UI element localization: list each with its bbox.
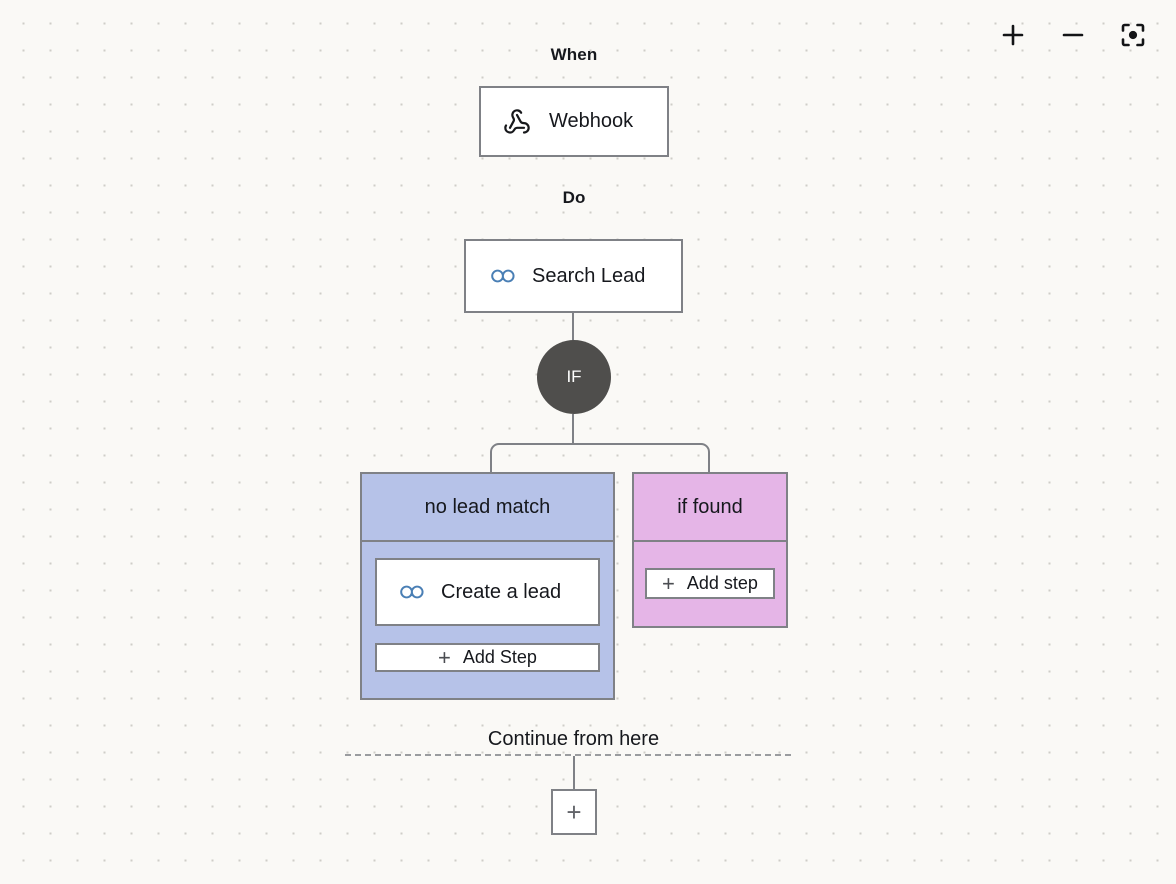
plus-icon: + bbox=[566, 797, 582, 827]
add-step-label: Add Step bbox=[462, 647, 537, 667]
add-node-button[interactable]: + bbox=[551, 789, 597, 835]
add-step-button-no-lead-match[interactable]: + Add Step bbox=[375, 643, 600, 672]
continue-from-here-label: Continue from here bbox=[0, 728, 1147, 751]
section-label-do: Do bbox=[562, 188, 586, 207]
step-node-label: Create a lead bbox=[441, 580, 562, 603]
branch-title: no lead match bbox=[424, 495, 551, 518]
copper-crm-icon bbox=[395, 577, 425, 607]
continue-divider bbox=[345, 754, 791, 756]
plus-icon: + bbox=[438, 644, 451, 670]
zoom-out-button[interactable] bbox=[1056, 18, 1090, 52]
fit-to-view-button[interactable] bbox=[1116, 18, 1150, 52]
section-label-when: When bbox=[550, 45, 598, 64]
action-node-search-lead[interactable]: Search Lead bbox=[464, 239, 683, 313]
canvas-toolbar bbox=[996, 18, 1150, 52]
branch-header-no-lead-match: no lead match bbox=[362, 474, 613, 542]
webhook-icon bbox=[503, 108, 531, 136]
step-node-create-a-lead[interactable]: Create a lead bbox=[375, 558, 600, 626]
action-node-label: Search Lead bbox=[532, 264, 646, 287]
fit-to-view-icon bbox=[1121, 23, 1145, 47]
add-step-label: Add step bbox=[686, 573, 758, 593]
trigger-node-webhook[interactable]: Webhook bbox=[479, 86, 669, 157]
connector-if-to-branches bbox=[490, 414, 710, 476]
trigger-node-label: Webhook bbox=[549, 110, 634, 132]
branch-if-found[interactable]: if found bbox=[632, 472, 788, 628]
condition-node-if[interactable]: IF bbox=[537, 340, 611, 414]
condition-node-label: IF bbox=[566, 367, 582, 386]
zoom-out-icon bbox=[1062, 33, 1084, 37]
connector-search-to-if bbox=[572, 313, 574, 342]
zoom-in-icon bbox=[1002, 24, 1024, 46]
zoom-in-button[interactable] bbox=[996, 18, 1030, 52]
plus-icon: + bbox=[662, 570, 675, 596]
branch-header-if-found: if found bbox=[634, 474, 786, 542]
connector-continue-to-add bbox=[573, 756, 575, 789]
branch-title: if found bbox=[677, 495, 743, 518]
copper-crm-icon bbox=[486, 261, 516, 291]
add-step-button-if-found[interactable]: + Add step bbox=[645, 568, 775, 599]
